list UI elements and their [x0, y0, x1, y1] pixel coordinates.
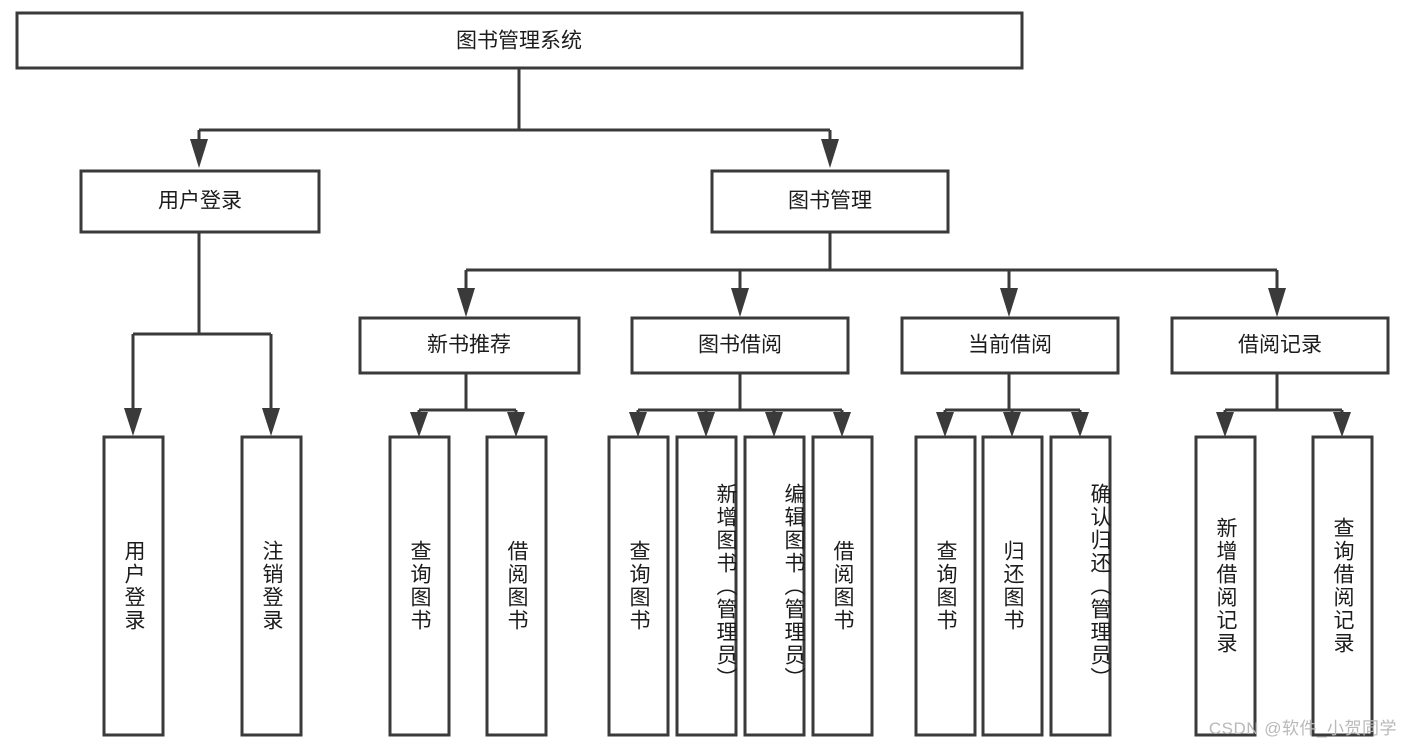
arrow-head-user-login [190, 139, 208, 168]
arrow-head-borrow-record [1268, 288, 1286, 317]
node-root[interactable] [15, 11, 1024, 70]
arrow-head-newbook-leaf-1 [410, 412, 428, 437]
arrow-head-leaf-logout [262, 408, 280, 436]
node-leaf-borrow-book-2[interactable] [811, 435, 874, 737]
node-new-book-recommend[interactable] [358, 316, 581, 375]
arrow-head-bookborrow-leaf-2 [697, 412, 715, 437]
node-user-login-label: 用户登录 [158, 190, 242, 213]
arrow-head-borrowrecord-leaf-1 [1216, 412, 1234, 437]
arrow-head-borrowrecord-leaf-2 [1333, 412, 1351, 437]
arrow-head-currentborrow-leaf-3 [1071, 412, 1089, 437]
node-leaf-query-book-1[interactable] [388, 435, 451, 737]
arrow-head-currentborrow-leaf-2 [1003, 412, 1021, 437]
arrow-head-book-mgmt [821, 139, 839, 168]
node-leaf-add-borrow-record[interactable] [1194, 435, 1257, 737]
connector-layer [124, 68, 1351, 437]
node-user-login[interactable] [79, 169, 321, 234]
csdn-watermark: CSDN @软件_小贺同学 [1208, 719, 1397, 738]
node-leaf-add-book-admin[interactable] [675, 435, 738, 737]
node-current-borrow-label: 当前借阅 [968, 334, 1052, 357]
node-new-book-recommend-label: 新书推荐 [427, 334, 511, 357]
node-leaf-edit-book-admin[interactable] [743, 435, 806, 737]
node-current-borrow[interactable] [900, 316, 1120, 375]
node-book-borrow-label: 图书借阅 [698, 334, 782, 357]
arrow-head-bookborrow-leaf-3 [765, 412, 783, 437]
arrow-head-bookborrow-leaf-4 [833, 412, 851, 437]
node-book-management-label: 图书管理 [788, 190, 872, 213]
node-leaf-confirm-return-admin[interactable] [1049, 435, 1112, 737]
arrow-head-bookborrow-leaf-1 [629, 412, 647, 437]
node-leaf-logout[interactable] [240, 435, 303, 737]
node-book-management[interactable] [710, 169, 950, 234]
arrow-head-newbook-leaf-2 [507, 412, 525, 437]
node-layer: 图书管理系统 用户登录 图书管理 新书推荐 图书借阅 当前借阅 借阅记录 [15, 11, 1390, 737]
node-borrow-record-label: 借阅记录 [1238, 334, 1322, 357]
arrow-head-current-borrow [1000, 288, 1018, 317]
node-borrow-record[interactable] [1170, 316, 1390, 375]
arrow-head-currentborrow-leaf-1 [936, 412, 954, 437]
node-leaf-user-login[interactable] [102, 435, 165, 737]
node-book-borrow[interactable] [630, 316, 850, 375]
arrow-head-leaf-user-login [124, 408, 142, 436]
node-leaf-query-book-2[interactable] [607, 435, 670, 737]
arrow-head-new-book [457, 288, 475, 317]
node-leaf-query-book-3[interactable] [914, 435, 977, 737]
arrow-head-book-borrow [731, 288, 749, 317]
node-leaf-return-book[interactable] [981, 435, 1044, 737]
node-root-label: 图书管理系统 [456, 30, 582, 53]
node-leaf-query-borrow-record[interactable] [1311, 435, 1374, 737]
node-leaf-borrow-book-1[interactable] [485, 435, 548, 737]
